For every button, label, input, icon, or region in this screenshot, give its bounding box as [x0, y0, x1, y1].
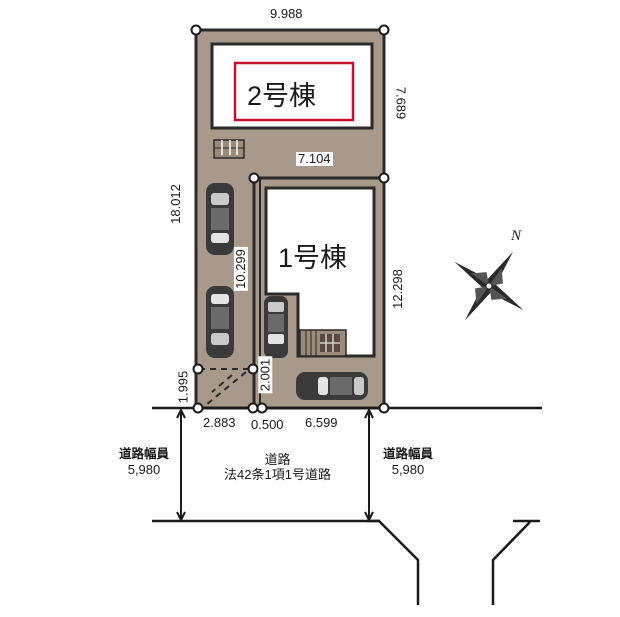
building-2-footprint — [210, 42, 374, 130]
building-2-highlight — [233, 61, 355, 122]
car-icon — [206, 183, 234, 255]
dimension-left-bottom: 1.995 — [175, 370, 191, 404]
compass-rose-icon — [454, 251, 524, 321]
road-width-right-label: 道路幅員 — [382, 447, 433, 461]
car-icon — [296, 372, 368, 400]
dimension-inner-bottom: 2.001 — [257, 356, 273, 394]
road-classification: 法42条1項1号道路 — [224, 467, 331, 482]
road-width-left: 道路幅員 5,980 — [104, 447, 184, 477]
dimension-left-total: 18.012 — [167, 184, 183, 224]
road-lines — [152, 406, 542, 605]
dimension-front-middle: 0.500 — [251, 417, 284, 432]
corner-markers — [190, 24, 390, 414]
building-1-footprint — [264, 186, 376, 358]
car-icon — [206, 286, 234, 358]
compass-north-label: N — [511, 228, 522, 244]
dimension-front-left: 2.883 — [203, 415, 236, 430]
road-width-left-value: 5,980 — [127, 462, 161, 477]
building-1-label: 1号棟 — [278, 243, 348, 273]
dimension-middle-horizontal: 7.104 — [296, 151, 333, 166]
road-name: 道路 — [264, 452, 291, 467]
dimension-right-upper: 7.689 — [393, 86, 409, 120]
entrance-2-icon — [213, 139, 245, 159]
dimension-inner-left: 10.299 — [232, 247, 248, 291]
dashed-parking-area — [199, 368, 253, 406]
entrance-1-icon — [299, 329, 347, 357]
dimension-front-right: 6.599 — [305, 415, 338, 430]
road-width-left-label: 道路幅員 — [118, 447, 169, 461]
building-2-label: 2号棟 — [247, 81, 317, 111]
road-width-right: 道路幅員 5,980 — [368, 447, 448, 477]
road-width-right-value: 5,980 — [391, 462, 425, 477]
dimension-right-lower: 12.298 — [389, 269, 405, 309]
dimension-top: 9.988 — [270, 6, 303, 21]
car-icon — [264, 296, 288, 358]
road-name-block: 道路 法42条1項1号道路 — [195, 452, 360, 482]
road-width-dimension — [176, 407, 374, 523]
